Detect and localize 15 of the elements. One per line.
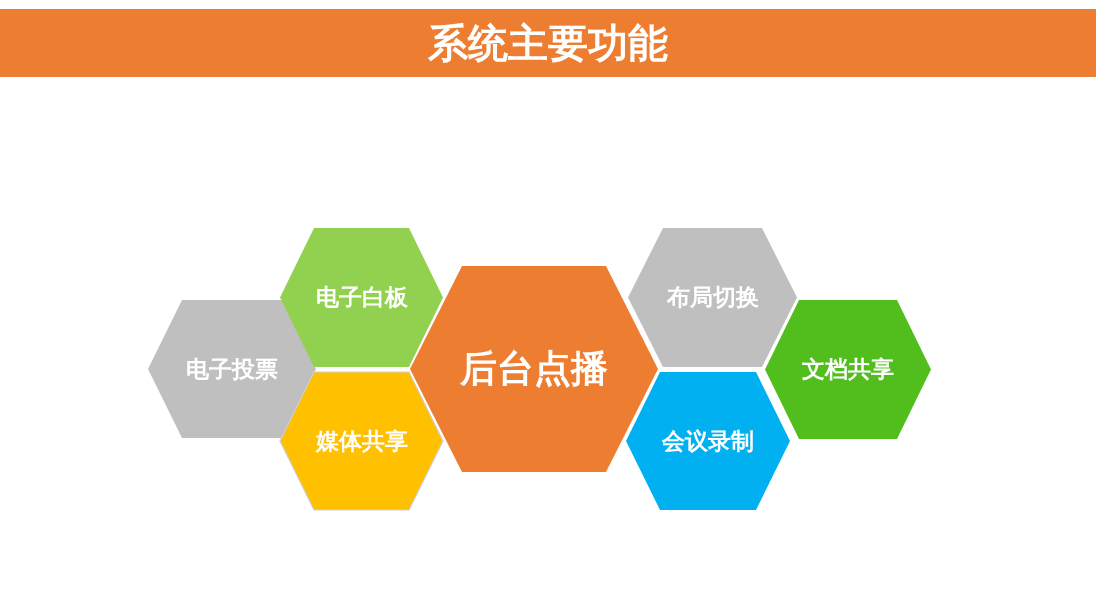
node-label: 会议录制 (662, 427, 754, 455)
node-label: 文档共享 (802, 356, 894, 383)
hexagon (626, 372, 790, 510)
hexagon (628, 228, 797, 367)
node-label: 电子白板 (315, 284, 408, 311)
title: 系统主要功能 (428, 21, 668, 65)
node-label: 媒体共享 (315, 427, 408, 455)
hexagon (148, 300, 316, 438)
hexagon (280, 372, 443, 510)
hexagon (280, 228, 443, 367)
hexagon (765, 300, 931, 439)
node-label: 电子投票 (186, 355, 278, 383)
node-label: 布局切换 (666, 284, 759, 311)
hexagon (410, 266, 658, 472)
node-label: 后台点播 (460, 347, 608, 391)
